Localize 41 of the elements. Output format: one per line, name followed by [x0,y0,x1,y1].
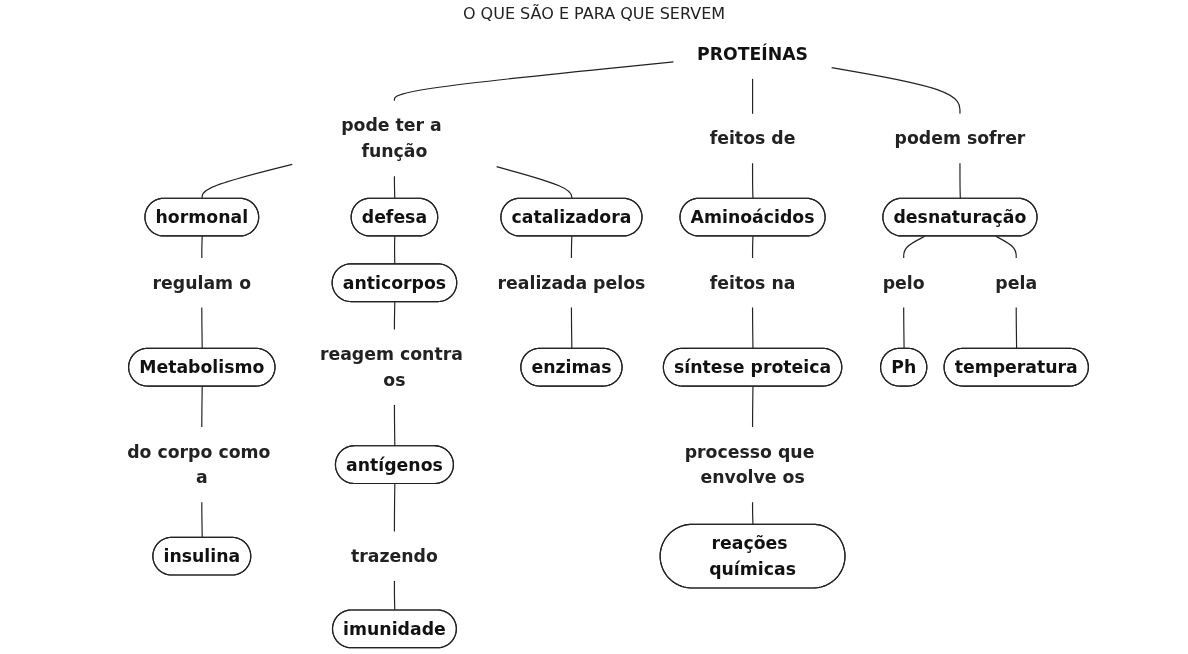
node-text: pode ter a função [341,115,442,162]
node-text: realizada pelos [497,272,646,293]
connector [959,162,961,200]
connector [751,78,754,115]
connector [903,306,905,350]
connector [393,235,396,265]
connector [751,162,754,200]
diagram-title: O QUE SÃO E PARA QUE SERVEM [462,4,726,23]
connector [751,501,754,526]
connector [393,61,675,102]
connector [570,235,573,259]
node-text: do corpo como a [127,441,271,488]
node-text: regulam o [152,272,252,293]
connector [201,501,203,539]
node-text: trazendo [351,546,438,566]
node-text: feitos de [709,128,796,149]
node-text: reagem contra os [319,344,463,390]
connector [201,306,203,350]
connector [496,166,573,200]
connector [995,235,1017,259]
connector [201,385,203,428]
connector [201,163,293,200]
connector [570,306,573,350]
connector [751,235,754,259]
node-text: pela [995,272,1038,293]
node-text: podem sofrer [894,128,1026,149]
connector [393,301,396,331]
connector [903,235,926,259]
connector [751,385,754,428]
connector [1015,306,1018,350]
connector [831,67,961,115]
connector [393,483,396,532]
connector [201,235,203,259]
connector [751,306,754,350]
node-text: PROTEÍNAS [697,44,809,64]
node-text: processo que envolve os [684,441,815,488]
node-text: feitos na [709,272,796,293]
connector [393,580,396,611]
node-text: pelo [882,272,925,293]
connector [393,404,396,447]
connector [393,175,396,200]
